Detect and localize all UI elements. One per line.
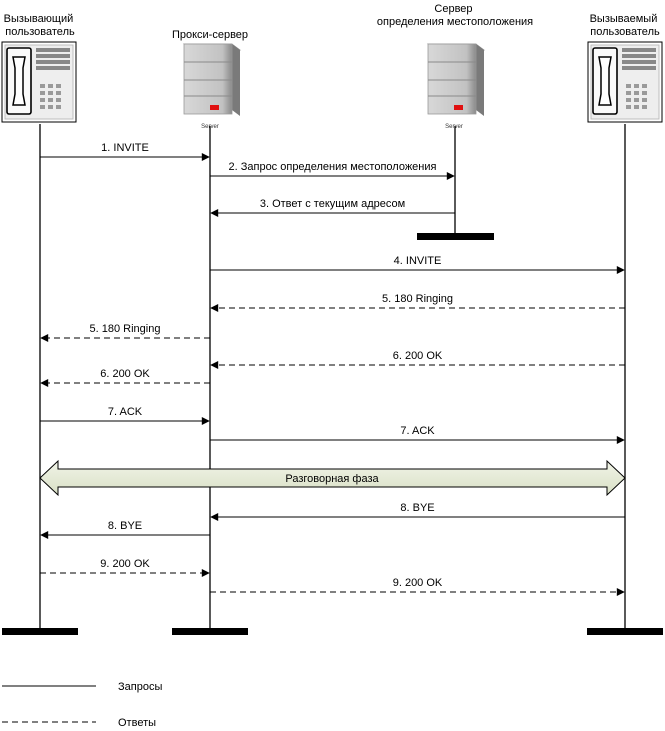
legend-requests-label: Запросы (118, 681, 162, 693)
message-label-11: 8. BYE (400, 502, 434, 514)
proxy-server-icon: Server (182, 43, 242, 130)
message-label-2: 2. Запрос определения местоположения (229, 161, 437, 173)
caller-label-line2: пользователь (5, 26, 75, 38)
conversation-phase-label: Разговорная фаза (285, 473, 379, 485)
message-label-3: 3. Ответ с текущим адресом (260, 198, 405, 210)
caller-phone-icon (1, 41, 77, 123)
caller-label: Вызывающий пользователь (4, 13, 77, 38)
message-label-6: 5. 180 Ringing (90, 323, 161, 335)
caller-label-line1: Вызывающий (4, 13, 74, 25)
message-label-8: 6. 200 OK (100, 368, 150, 380)
message-label-5: 5. 180 Ringing (382, 293, 453, 305)
callee-label-line1: Вызываемый (590, 13, 658, 25)
message-label-1: 1. INVITE (101, 142, 149, 154)
callee-label-line2: пользователь (590, 26, 660, 38)
location-server-tag: Server (445, 124, 463, 130)
message-label-9: 7. ACK (108, 406, 143, 418)
proxy-label: Прокси-сервер (172, 29, 248, 41)
message-label-12: 8. BYE (108, 520, 142, 532)
location-server-led (454, 105, 463, 110)
message-label-7: 6. 200 OK (393, 350, 443, 362)
legend-responses-label: Ответы (118, 717, 156, 729)
callee-phone-icon (587, 41, 663, 123)
message-arrows (40, 153, 625, 596)
location-server-label: Сервер определения местоположения (377, 3, 533, 28)
proxy-end-bar (172, 628, 248, 635)
callee-end-bar (587, 628, 663, 635)
legend: Запросы Ответы (2, 681, 162, 729)
callee-label: Вызываемый пользователь (590, 13, 661, 38)
conversation-phase-arrow: Разговорная фаза (39, 459, 626, 497)
message-label-14: 9. 200 OK (393, 577, 443, 589)
location-label-line1: Сервер (434, 3, 472, 15)
location-label-line2: определения местоположения (377, 16, 533, 28)
proxy-server-led (210, 105, 219, 110)
message-label-4: 4. INVITE (394, 255, 442, 267)
location-end-bar (417, 233, 494, 240)
message-labels: 1. INVITE 2. Запрос определения местопол… (90, 142, 453, 589)
message-label-10: 7. ACK (400, 425, 435, 437)
message-label-13: 9. 200 OK (100, 558, 150, 570)
caller-end-bar (2, 628, 78, 635)
location-server-icon: Server (426, 43, 486, 130)
